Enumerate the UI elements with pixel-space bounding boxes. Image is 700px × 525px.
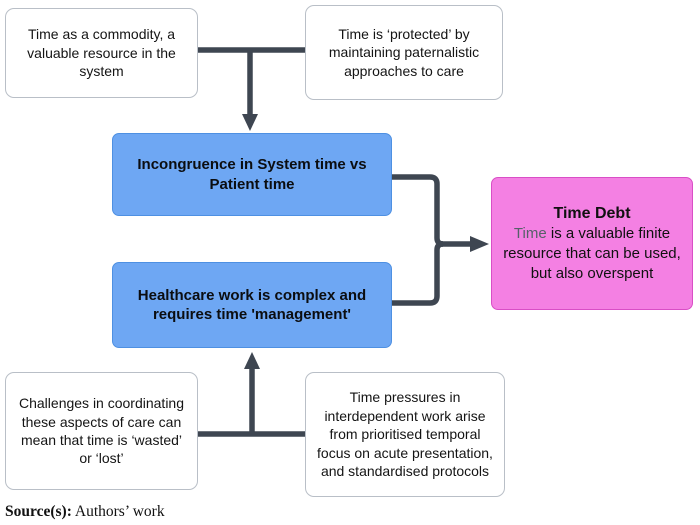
node-text: Healthcare work is complex and requires … <box>137 286 367 324</box>
node-time-protected: Time is ‘protected’ by maintaining pater… <box>305 5 503 100</box>
node-text: Time is ‘protected’ by maintaining pater… <box>328 25 480 79</box>
node-time-debt: Time Debt Time is a valuable finite reso… <box>491 177 693 310</box>
node-healthcare-complex: Healthcare work is complex and requires … <box>112 262 392 348</box>
connector-bottom-junction <box>198 352 307 437</box>
node-time-pressures: Time pressures in interdependent work ar… <box>305 372 505 497</box>
arrowhead-up-icon <box>244 352 260 369</box>
highlighted-word: Time <box>513 225 547 243</box>
arrowhead-right-icon <box>470 236 489 252</box>
node-text: Incongruence in System time vs Patient t… <box>137 156 367 193</box>
node-text: Time pressures in interdependent work ar… <box>317 389 493 480</box>
node-text: Time as a commodity, a valuable resource… <box>27 26 176 80</box>
source-label: Source(s): <box>5 503 72 520</box>
node-title: Time Debt <box>553 205 631 223</box>
node-text: Challenges in coordinating these aspects… <box>19 395 184 467</box>
connector-top-junction <box>198 47 305 131</box>
node-time-commodity: Time as a commodity, a valuable resource… <box>5 8 198 98</box>
source-caption: Source(s): Authors’ work <box>5 503 165 521</box>
connector-merge-bracket <box>392 174 489 306</box>
node-challenges: Challenges in coordinating these aspects… <box>5 372 198 490</box>
node-text: is a valuable finite resource that can b… <box>503 225 681 282</box>
node-incongruence: Incongruence in System time vs Patient t… <box>112 133 392 216</box>
node-body: Time Debt Time is a valuable finite reso… <box>502 203 682 284</box>
source-text: Authors’ work <box>71 503 165 520</box>
arrowhead-down-icon <box>242 114 258 131</box>
